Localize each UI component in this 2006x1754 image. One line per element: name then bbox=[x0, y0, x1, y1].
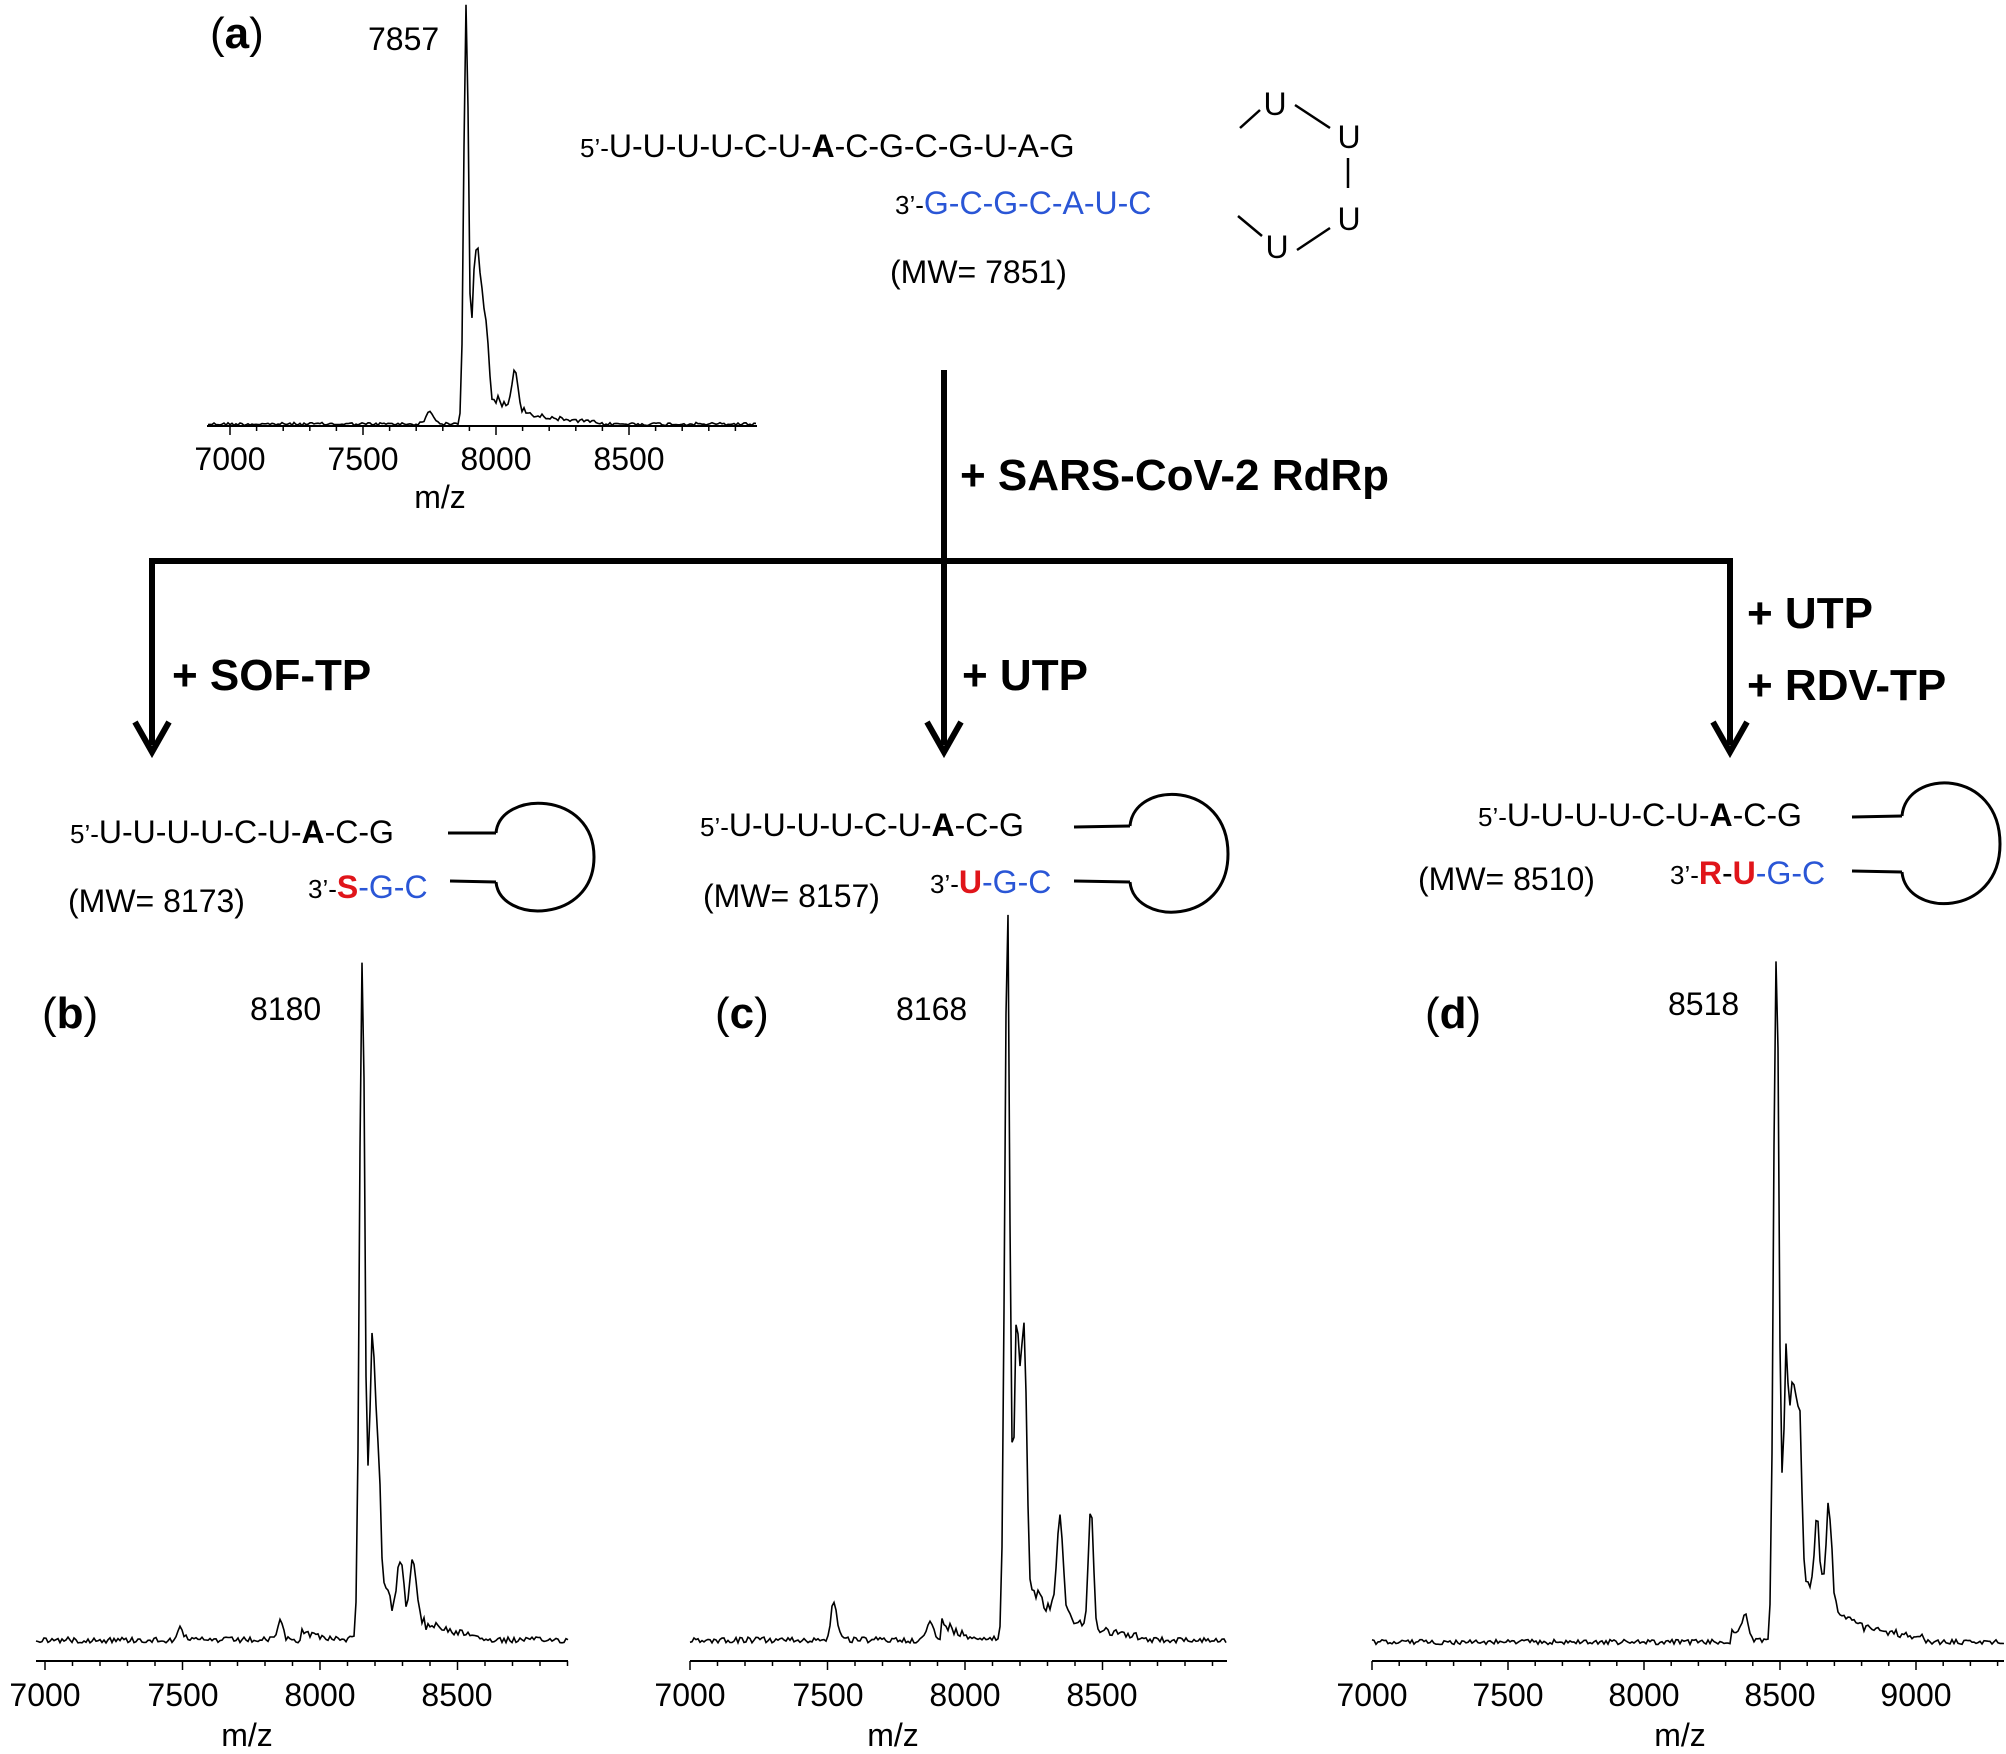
loop-u-4: U bbox=[1265, 229, 1288, 265]
panel-a-ticks bbox=[229, 426, 737, 435]
hairpin-loop bbox=[494, 801, 596, 913]
panel-d-tick-label: 8000 bbox=[1608, 1677, 1679, 1713]
product-middle-mw: (MW= 8157) bbox=[703, 878, 880, 914]
hairpin-loop bbox=[1900, 781, 2002, 906]
panel-b: (b) 8180 7000 7500 8000 8500 m/z bbox=[9, 962, 569, 1753]
panel-d-peak-label: 8518 bbox=[1668, 986, 1739, 1022]
loop-u-3: U bbox=[1337, 201, 1360, 237]
panel-d-tick-label: 7500 bbox=[1472, 1677, 1543, 1713]
panel-c-tick-label: 8000 bbox=[929, 1677, 1000, 1713]
panel-b-label: (b) bbox=[42, 989, 98, 1038]
product-left-mw: (MW= 8173) bbox=[68, 883, 245, 919]
middle-arrow-head bbox=[924, 720, 964, 759]
panel-d-axis-title: m/z bbox=[1654, 1717, 1706, 1753]
product-middle-bottom-strand: 3’-U-G-C bbox=[930, 864, 1051, 900]
panel-b-spectrum bbox=[35, 962, 569, 1645]
panel-b-tick-label: 7500 bbox=[147, 1677, 218, 1713]
panel-c-label: (c) bbox=[715, 989, 769, 1038]
reagent-utp: + UTP bbox=[962, 651, 1088, 700]
panel-d-tick-label: 9000 bbox=[1880, 1677, 1951, 1713]
right-arrow-head bbox=[1710, 720, 1750, 759]
panel-a-tick-label: 7000 bbox=[194, 441, 265, 477]
panel-d-tick-label: 7000 bbox=[1336, 1677, 1407, 1713]
reagent-rdv-tp: + RDV-TP bbox=[1747, 661, 1946, 710]
product-right-top-strand: 5’-U-U-U-U-C-U-A-C-G bbox=[1478, 797, 1802, 833]
reagent-rdrp: + SARS-CoV-2 RdRp bbox=[960, 451, 1389, 500]
product-right: 5’-U-U-U-U-C-U-A-C-G 3’-R-U-G-C (MW= 851… bbox=[1418, 781, 2002, 906]
hairpin-stem bbox=[1073, 879, 1131, 884]
panel-c-tick-label: 8500 bbox=[1066, 1677, 1137, 1713]
loop-bond bbox=[1239, 109, 1261, 129]
product-left-top-strand: 5’-U-U-U-U-C-U-A-C-G bbox=[70, 814, 394, 850]
panel-b-ticks bbox=[44, 1661, 569, 1670]
product-right-mw: (MW= 8510) bbox=[1418, 861, 1595, 897]
panel-a-tick-label: 7500 bbox=[327, 441, 398, 477]
left-arrow-head bbox=[132, 720, 172, 759]
panel-c-peak-label: 8168 bbox=[896, 991, 967, 1027]
product-middle-top-strand: 5’-U-U-U-U-C-U-A-C-G bbox=[700, 807, 1024, 843]
panel-c-axis-title: m/z bbox=[867, 1717, 919, 1753]
panel-b-peak-label: 8180 bbox=[250, 991, 321, 1027]
panel-d-spectrum bbox=[1371, 961, 2005, 1647]
panel-b-tick-label: 8000 bbox=[284, 1677, 355, 1713]
panel-b-tick-label: 7000 bbox=[9, 1677, 80, 1713]
loop-u-1: U bbox=[1263, 86, 1286, 122]
loop-bond bbox=[1237, 215, 1263, 237]
panel-a-tick-label: 8000 bbox=[460, 441, 531, 477]
reagent-utp-right: + UTP bbox=[1747, 589, 1873, 638]
panel-c-spectrum bbox=[689, 914, 1227, 1646]
panel-a-label: (a) bbox=[210, 9, 264, 58]
panel-a: (a) 7857 7000 7500 8000 8500 m/z bbox=[194, 4, 757, 515]
panel-d: (d) 8518 7000 7500 8000 8500 9000 m/z bbox=[1336, 961, 2005, 1753]
hairpin-stem bbox=[1851, 814, 1903, 819]
hairpin-stem bbox=[1073, 824, 1131, 829]
hairpin-stem bbox=[449, 879, 497, 884]
panel-b-axis-title: m/z bbox=[221, 1717, 273, 1753]
panel-b-tick-label: 8500 bbox=[421, 1677, 492, 1713]
loop-u-2: U bbox=[1337, 119, 1360, 155]
panel-c-tick-label: 7500 bbox=[792, 1677, 863, 1713]
panel-a-axis-title: m/z bbox=[414, 479, 466, 515]
template-hairpin: 5’-U-U-U-U-C-U-A-C-G-C-G-U-A-G 3’-G-C-G-… bbox=[580, 86, 1361, 290]
loop-bond bbox=[1294, 103, 1331, 130]
product-left: 5’-U-U-U-U-C-U-A-C-G 3’-S-G-C (MW= 8173) bbox=[68, 801, 596, 919]
product-middle: 5’-U-U-U-U-C-U-A-C-G 3’-U-G-C (MW= 8157) bbox=[700, 792, 1230, 914]
panel-d-ticks bbox=[1371, 1661, 1999, 1670]
hairpin-loop bbox=[1128, 792, 1230, 914]
hairpin-stem bbox=[1851, 869, 1903, 874]
panel-c-tick-label: 7000 bbox=[654, 1677, 725, 1713]
loop-bond bbox=[1296, 226, 1331, 252]
template-bottom-strand: 3’-G-C-G-C-A-U-C bbox=[895, 185, 1151, 221]
panel-d-label: (d) bbox=[1425, 989, 1481, 1038]
panel-d-tick-label: 8500 bbox=[1744, 1677, 1815, 1713]
panel-c-ticks bbox=[689, 1661, 1214, 1670]
panel-c: (c) 8168 7000 7500 8000 8500 m/z bbox=[654, 914, 1227, 1753]
reagent-sof-tp: + SOF-TP bbox=[172, 651, 371, 700]
panel-a-peak-label: 7857 bbox=[368, 21, 439, 57]
template-top-strand: 5’-U-U-U-U-C-U-A-C-G-C-G-U-A-G bbox=[580, 128, 1075, 164]
panel-a-tick-label: 8500 bbox=[593, 441, 664, 477]
product-right-bottom-strand: 3’-R-U-G-C bbox=[1670, 855, 1825, 891]
template-mw: (MW= 7851) bbox=[890, 254, 1067, 290]
reaction-scheme: + SARS-CoV-2 RdRp + SOF-TP + UTP + UTP +… bbox=[132, 370, 1946, 759]
panel-a-spectrum bbox=[207, 4, 757, 427]
product-left-bottom-strand: 3’-S-G-C bbox=[308, 869, 428, 905]
